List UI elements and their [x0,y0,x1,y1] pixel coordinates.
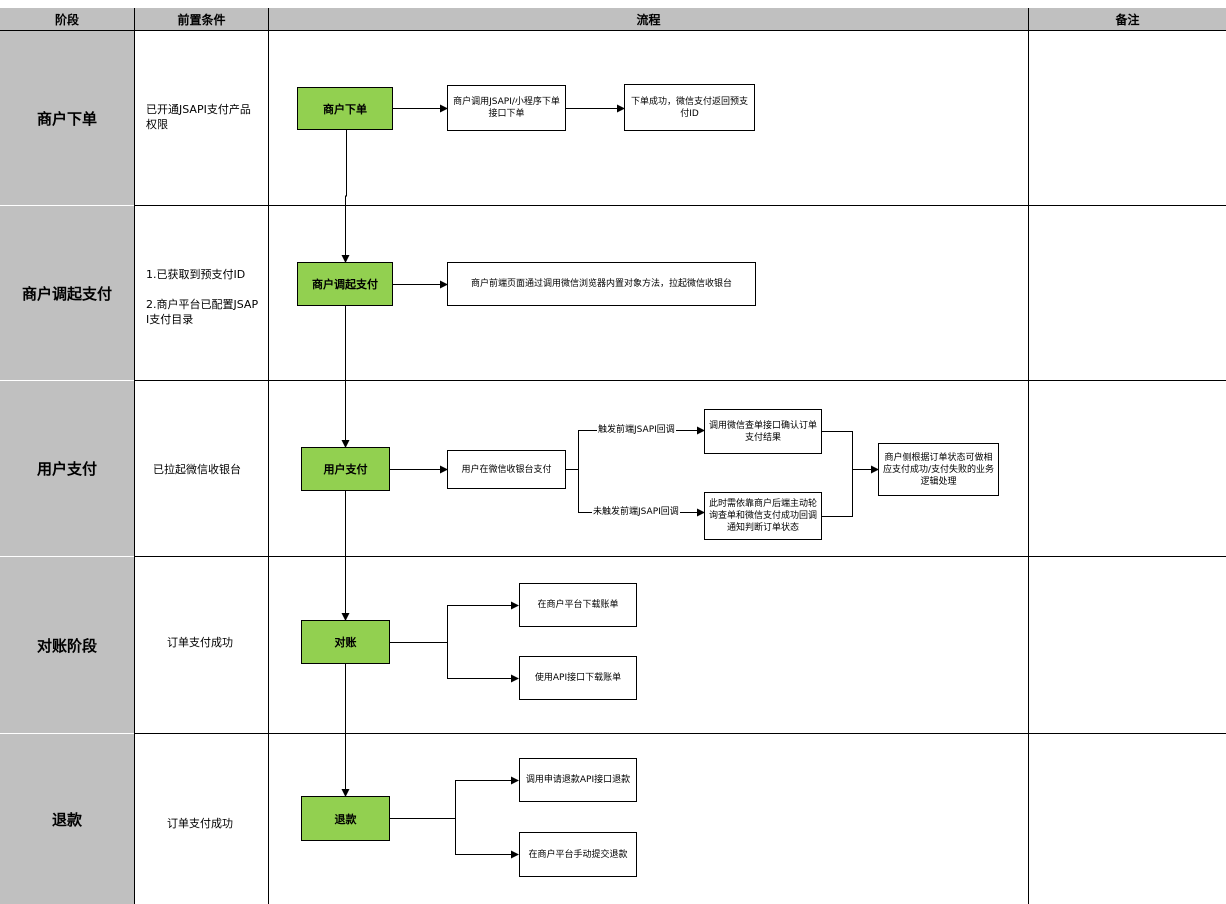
node-query-confirm: 调用微信查单接口确认订单支付结果 [704,409,822,454]
header-prereq: 前置条件 [135,8,268,30]
step-refund: 退款 [301,796,390,841]
header-flow: 流程 [269,8,1028,30]
node-refund-api: 调用申请退款API接口退款 [519,758,637,802]
header-stage: 阶段 [0,8,134,30]
prereq-reconcile: 订单支付成功 [167,636,233,649]
node-download-api: 使用API接口下载账单 [519,656,637,700]
stage-pay: 用户支付 [0,381,134,556]
prereq-pay: 已拉起微信收银台 [153,463,241,476]
step-reconcile: 对账 [301,620,390,664]
prereq-order: 已开通JSAPI支付产品权限 [146,103,251,131]
node-cashier-pay: 用户在微信收银台支付 [447,450,566,489]
node-invoke-cashier: 商户前端页面通过调用微信浏览器内置对象方法，拉起微信收银台 [447,262,756,306]
connectors [341,104,879,859]
table-grid [0,8,1226,904]
node-poll-status: 此时需依靠商户后端主动轮询查单和微信支付成功回调通知判断订单状态 [704,492,822,540]
step-merchant-order: 商户下单 [297,87,393,130]
edge-label-callback-triggered: 触发前端JSAPI回调 [597,425,676,436]
node-refund-manual: 在商户平台手动提交退款 [519,832,637,877]
stage-reconcile: 对账阶段 [0,557,134,733]
step-invoke-payment: 商户调起支付 [297,262,393,306]
stage-order: 商户下单 [0,31,134,205]
node-prepay-id: 下单成功，微信支付返回预支付ID [624,84,755,131]
header-notes: 备注 [1029,8,1226,30]
node-order-api: 商户调用JSAPI/小程序下单接口下单 [447,85,566,131]
edge-label-callback-not-triggered: 未触发前端JSAPI回调 [592,507,680,518]
node-download-platform: 在商户平台下载账单 [519,583,637,627]
prereq-invoke: 1.已获取到预支付ID 2.商户平台已配置JSAPI支付目录 [146,268,259,326]
prereq-refund: 订单支付成功 [167,817,233,830]
step-user-pay: 用户支付 [301,447,390,491]
stage-invoke: 商户调起支付 [0,206,134,380]
stage-refund: 退款 [0,734,134,904]
node-handle-result: 商户侧根据订单状态可做相应支付成功/支付失败的业务逻辑处理 [878,443,999,496]
